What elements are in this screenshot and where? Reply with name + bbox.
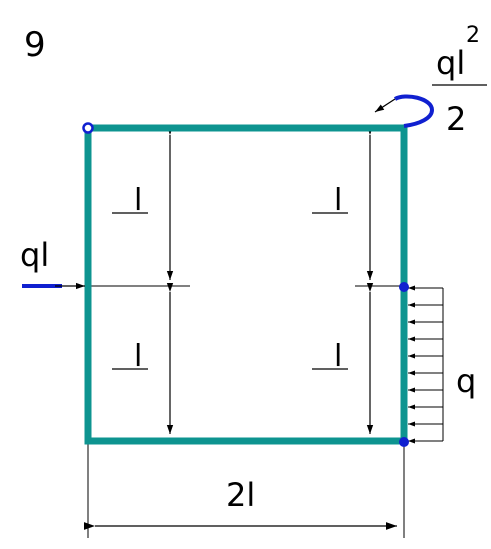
moment-label-denominator: 2 (446, 100, 466, 138)
width-label: 2l (226, 476, 255, 514)
distributed-load (408, 285, 444, 444)
node-bottom-right (399, 437, 409, 447)
svg-text:l: l (334, 339, 342, 374)
problem-number: 9 (24, 25, 46, 65)
svg-text:l: l (334, 183, 342, 218)
point-force-label: ql (20, 236, 49, 274)
frame-outline (84, 124, 408, 445)
moment-label-exponent: 2 (466, 23, 480, 48)
frame (84, 124, 408, 445)
segment-label-lower-left: l (112, 339, 148, 374)
moment-label-numerator: ql (436, 44, 465, 82)
distributed-load-label: q (456, 362, 476, 400)
node-top-left (82, 122, 94, 134)
svg-text:l: l (134, 339, 142, 374)
moment-arrow (374, 94, 435, 128)
node-right-middle (399, 282, 409, 292)
segment-label-upper-left: l (112, 183, 148, 218)
svg-text:l: l (134, 183, 142, 218)
segment-label-lower-right: l (312, 339, 348, 374)
segment-label-upper-right: l (312, 183, 348, 218)
